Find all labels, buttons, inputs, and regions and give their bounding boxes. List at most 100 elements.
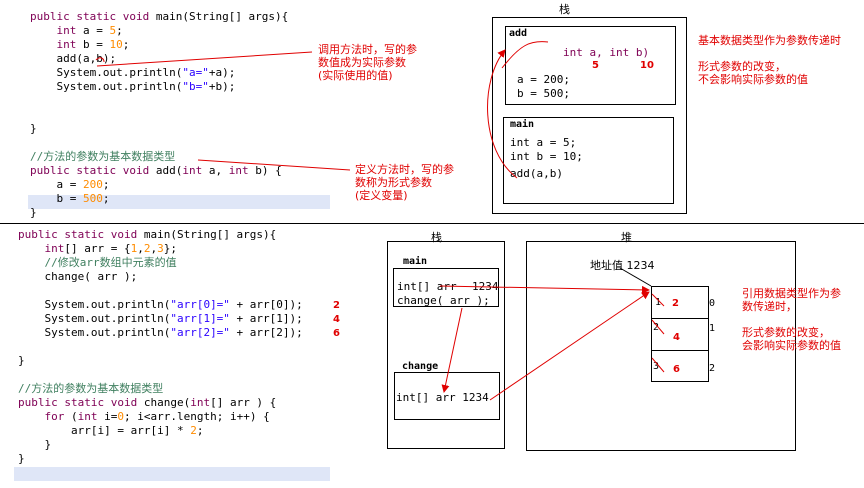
code-bottom-line-11: //方法的参数为基本数据类型 [18,382,163,396]
add-frame: add int a, int b) 5 10 a = 200; b = 500; [505,26,676,105]
side-note-primitive: 基本数据类型作为参数传递时 形式参数的改变， 不会影响实际参数的值 [698,34,841,86]
heap-cell-2-new: 6 [673,364,680,375]
code-token: "arr[1]=" [170,312,230,325]
code-token: System.out.println( [18,312,171,325]
code-top-line-3: add(a,b); [30,52,116,66]
code-token: int [228,164,249,177]
code-bottom-line-1: int[] arr = {1,2,3}; [18,242,177,256]
code-token: for [44,410,65,423]
code-token: public static void [18,396,144,409]
code-token: ; [102,192,110,205]
code-bottom-line-0: public static void main(String[] args){ [18,228,276,242]
code-top-line-13: b = 500; [30,192,109,206]
code-bottom-line-3: change( arr ); [18,270,137,284]
code-token: + arr[2]); [229,326,303,339]
main-frame-top-line-1: int a = 5; [510,136,577,149]
arrow-change-arr-to-heap [489,291,650,401]
code-token: add(a,b); [30,52,117,65]
code-bottom-line-2: //修改arr数组中元素的值 [18,256,177,270]
code-token: } [18,354,25,367]
code-token: b = [76,38,110,51]
code-token: "arr[0]=" [170,298,230,311]
code-token: change( arr ); [18,270,138,283]
main-frame-top: main int a = 5; int b = 10; add(a,b) [503,117,674,204]
heap-cell-1-index: 1 [709,323,716,334]
code-top-line-2: int b = 10; [30,38,130,52]
code-bottom-line-5: System.out.println("arr[0]=" + arr[0]); [18,298,302,312]
code-top-line-10: //方法的参数为基本数据类型 [30,150,175,164]
stack-title-bottom: 栈 [431,231,442,244]
heap-cell-0-old: 1 [655,297,662,308]
code-token: 2 [190,424,197,437]
code-token: 2 [143,242,151,255]
code-token: public static void [30,164,156,177]
code-token: + arr[1]); [229,312,303,325]
code-bottom-line-14: arr[i] = arr[i] * 2; [18,424,203,438]
code-bottom-line-6: System.out.println("arr[1]=" + arr[1]); [18,312,303,326]
code-token: b = [30,192,83,205]
code-token: } [18,438,52,451]
output-value-2: 6 [333,328,340,339]
add-frame-value-a: 5 [592,60,599,71]
change-frame-line: int[] arr 1234 [396,391,489,404]
stack-box-bottom [387,241,505,449]
code-token: int [56,24,77,37]
code-token: a = [76,24,110,37]
heap-cell-2-old: 3 [653,361,660,372]
code-token: "b=" [182,80,209,93]
arrow-note-to-call [96,51,313,67]
code-highlight-line-bottom [14,467,330,481]
code-token: ; [102,178,110,191]
code-token: 200 [82,178,103,191]
code-token: } [30,122,37,135]
strike-cell-1 [651,319,665,335]
code-token: 0 [117,410,124,423]
strike-cell-2 [651,357,665,373]
code-token: "arr[2]=" [170,326,230,339]
heap-cell-divider-1 [651,318,709,319]
add-frame-label: add [509,28,528,39]
code-token: int [56,38,77,51]
code-token: 1 [130,242,138,255]
code-token: "a=" [182,66,209,79]
code-bottom-line-9: } [18,354,25,368]
main-frame-top-label: main [510,119,535,130]
output-value-0: 2 [333,300,340,311]
heap-cell-1-old: 2 [653,322,660,333]
code-token: [] arr = { [64,242,131,255]
code-token: } [30,206,37,219]
heap-box [526,241,796,451]
note-actual-parameter: 调用方法时，写的参 数值成为实际参数 (实际使用的值) [318,43,417,82]
main-frame-bottom-arr: int[] arr [397,280,457,293]
heap-address-label: 地址值 1234 [590,259,655,272]
code-token: 5 [109,24,117,37]
code-token: int [190,396,211,409]
code-top-line-4: System.out.println("a="+a); [30,66,235,80]
code-top-line-0: public static void main(String[] args){ [30,10,288,24]
main-frame-bottom-call: change( arr ); [397,294,490,307]
code-token: int [77,410,98,423]
code-token: System.out.println( [30,66,183,79]
code-token: ; i<arr.length; i++) { [124,410,270,423]
main-frame-bottom: main int[] arr 1234 change( arr ); [393,256,499,307]
code-token: arr[i] = arr[i] * [18,424,191,437]
code-token: , [137,242,144,255]
heap-cell-2-index: 2 [709,363,716,374]
code-highlight-line [28,195,330,209]
address-pointer [619,267,652,287]
code-token: a, [202,164,229,177]
code-bottom-line-12: public static void change(int[] arr ) { [18,396,276,410]
code-bottom-line-7: System.out.println("arr[2]=" + arr[2]); [18,326,303,340]
heap-cell-1-new: 4 [673,332,680,343]
code-token: //方法的参数为基本数据类型 [30,150,176,163]
code-token: main(String[] args){ [155,10,289,23]
code-block-top: public static void main(String[] args){ … [30,10,330,220]
code-token: }; [163,242,177,255]
main-frame-top-line-2: int b = 10; [510,150,583,163]
code-block-bottom: public static void main(String[] args){ … [18,228,330,473]
stack-title-top: 栈 [559,3,570,16]
section-divider [0,223,864,224]
code-bottom-line-16: } [18,452,25,466]
code-token: public static void [18,228,144,241]
